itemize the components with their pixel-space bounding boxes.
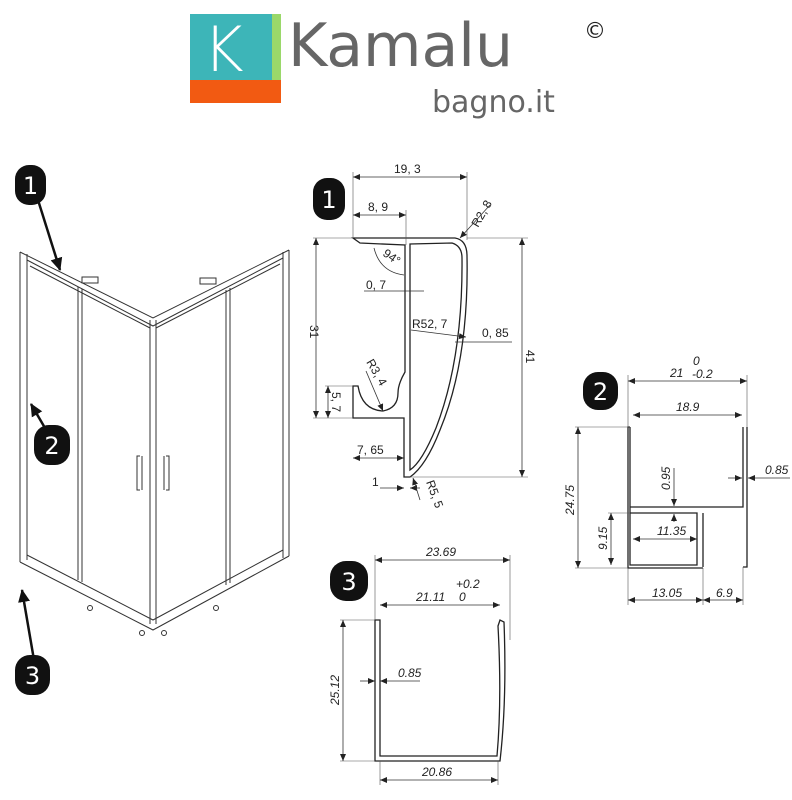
dim-wall-right: 0.85 [765, 463, 789, 477]
callout-badge-2: 2 [34, 425, 70, 465]
svg-text:3: 3 [25, 662, 40, 690]
profile-1-outline [350, 237, 468, 478]
svg-text:2: 2 [44, 432, 59, 460]
dim-width-total: 19, 3 [394, 162, 421, 176]
dim-tolerance-upper: +0.2 [456, 577, 480, 591]
callout-arrows [18, 199, 63, 661]
dim-width-inner: 21.11 [415, 590, 445, 604]
profile-3-badge: 3 [330, 561, 368, 601]
logo-orange-bar [190, 80, 281, 103]
dim-width-bottom: 20.86 [421, 765, 452, 779]
profile-1-drawing: 1 19, 3 8, 9 R2, 8 94° 0, 7 R52, 7 0, 85… [307, 162, 537, 510]
logo-teal-square [190, 14, 272, 80]
dim-width-top: 8, 9 [368, 200, 388, 214]
dim-height: 25.12 [328, 675, 342, 706]
logo-green-strip [272, 14, 281, 80]
svg-text:2: 2 [593, 378, 608, 406]
svg-text:1: 1 [321, 186, 336, 214]
dim-width-inner: 18.9 [676, 400, 700, 414]
profile-2-outline [627, 426, 748, 569]
dim-wall: 0.85 [398, 666, 422, 680]
dim-tolerance-upper: 0 [693, 354, 700, 368]
logo-copyright: © [584, 19, 606, 44]
logo: K Kamalu bagno.it © [190, 11, 606, 120]
dim-tolerance-lower: -0.2 [692, 367, 713, 381]
svg-text:1: 1 [23, 172, 38, 200]
dim-width-total: 21 [669, 366, 683, 380]
dim-foot-width: 7, 65 [357, 443, 384, 457]
dim-height-total: 41 [523, 350, 537, 364]
dim-angle: 94° [380, 246, 403, 268]
dim-wall-mid: 0.95 [659, 466, 673, 490]
logo-domain: bagno.it [432, 85, 555, 120]
dim-radius-bottom: R5, 5 [423, 478, 446, 510]
svg-text:3: 3 [341, 568, 356, 596]
profile-2-drawing: 2 21 0 -0.2 18.9 0.95 0.85 24.75 9.15 11… [563, 354, 790, 605]
dim-foot: 1 [372, 475, 379, 489]
dim-width-lower: 11.35 [657, 524, 686, 538]
dim-wall-outer: 0, 85 [482, 326, 509, 340]
callout-badge-1: 1 [15, 165, 46, 205]
dim-radius-curve: R52, 7 [412, 317, 448, 331]
dim-height-inner: 31 [307, 325, 321, 339]
dim-height-total: 24.75 [563, 485, 577, 516]
profile-1-badge: 1 [313, 178, 345, 220]
dim-tolerance-lower: 0 [459, 590, 466, 604]
shower-enclosure-illustration [19, 249, 290, 636]
dim-bottom-left: 13.05 [652, 586, 682, 600]
dim-wall: 0, 7 [366, 278, 386, 292]
profile-3-outline [374, 619, 506, 762]
profile-2-badge: 2 [583, 372, 618, 410]
dim-hook-height: 5, 7 [329, 392, 343, 412]
logo-letter: K [203, 13, 244, 86]
profile-3-drawing: 3 23.69 21.11 +0.2 0 25.12 0.85 20.86 [328, 545, 511, 785]
dim-width-total: 23.69 [425, 545, 456, 559]
logo-brand: Kamalu [288, 11, 513, 81]
dim-radius-hook: R3, 4 [363, 357, 390, 389]
callout-badge-3: 3 [15, 655, 50, 695]
dim-bottom-right: 6.9 [716, 586, 733, 600]
dim-height-lower: 9.15 [596, 526, 610, 550]
